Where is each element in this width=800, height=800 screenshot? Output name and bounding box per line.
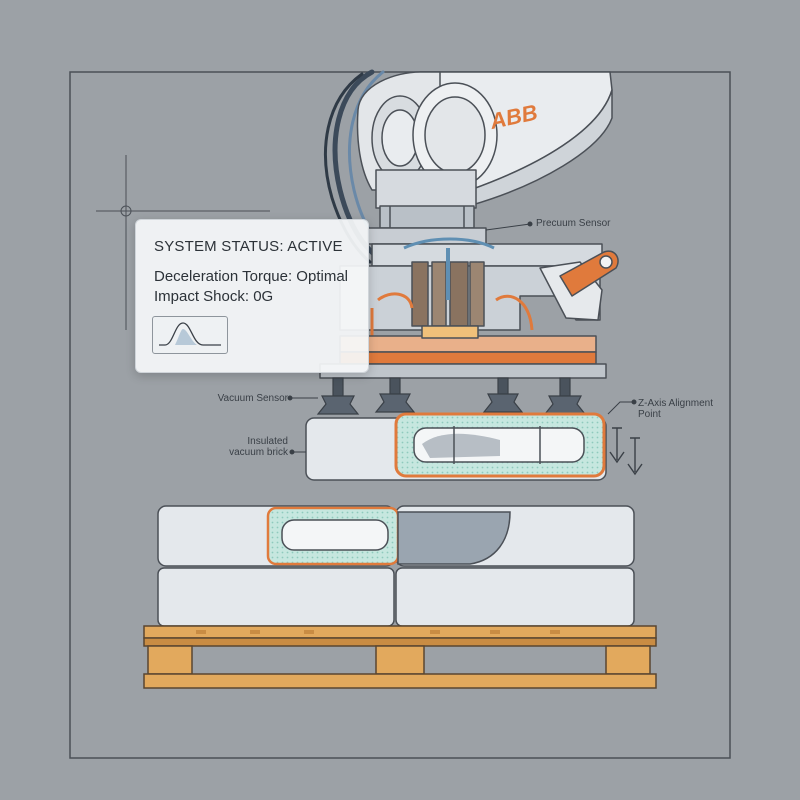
insulated-brick-label: Insulated vacuum brick <box>229 436 288 458</box>
waveform-icon <box>152 316 228 354</box>
wooden-pallet <box>143 625 657 689</box>
torque-status: Deceleration Torque: Optimal <box>154 268 348 285</box>
shock-status: Impact Shock: 0G <box>154 288 274 305</box>
suction-cups <box>316 377 587 415</box>
held-vacuum-brick <box>305 412 607 481</box>
vacuum-sensor-label: Vacuum Sensor <box>217 393 288 404</box>
suction-cup <box>316 377 360 415</box>
status-title: SYSTEM STATUS: ACTIVE <box>154 238 343 255</box>
drawing-frame <box>69 71 731 759</box>
suction-cup <box>374 377 416 413</box>
system-status-panel: SYSTEM STATUS: ACTIVE Deceleration Torqu… <box>135 219 369 373</box>
suction-cup <box>482 377 524 413</box>
robot-arm <box>356 71 613 229</box>
z-axis-arrows <box>609 427 643 476</box>
precuum-sensor-label: Precuum Sensor <box>536 218 611 229</box>
brick-stack <box>157 505 635 627</box>
suction-cup <box>543 377 587 415</box>
gripper-head <box>319 227 619 379</box>
z-axis-label: Z-Axis Alignment Point <box>638 398 714 420</box>
crosshair-mark <box>96 155 270 330</box>
callout-leaders <box>287 221 637 455</box>
